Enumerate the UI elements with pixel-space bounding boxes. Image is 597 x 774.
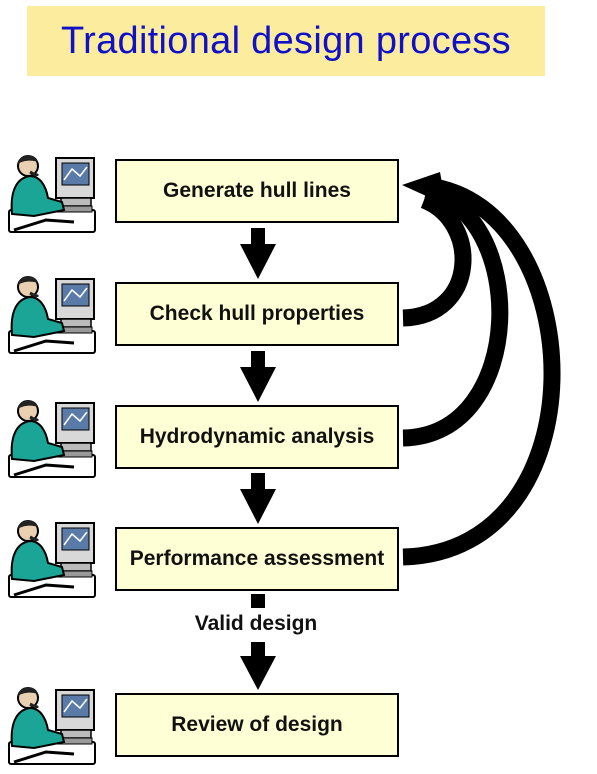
title-banner: Traditional design process (27, 6, 545, 76)
designer-at-computer-icon (8, 155, 96, 233)
down-arrow-3 (240, 473, 276, 524)
diagram-title: Traditional design process (61, 19, 511, 62)
designer-at-computer-icon (8, 520, 96, 598)
step-hydrodynamic-analysis: Hydrodynamic analysis (115, 405, 399, 469)
feedback-arrow-hydro (402, 182, 509, 447)
designer-at-computer-icon (8, 276, 96, 354)
designer-at-computer-icon (8, 400, 96, 478)
feedback-arrowhead (402, 172, 446, 205)
valid-stem (251, 594, 265, 608)
step-check-hull-properties: Check hull properties (115, 282, 399, 346)
designer-at-computer-icon (8, 687, 96, 765)
down-arrow-4 (240, 642, 276, 690)
valid-design-label: Valid design (194, 612, 318, 635)
down-arrow-1 (240, 228, 276, 279)
step-performance-assessment: Performance assessment (115, 527, 399, 591)
feedback-arrow-check (402, 192, 472, 327)
feedback-arrow-performance (402, 177, 561, 566)
step-review-of-design: Review of design (115, 693, 399, 757)
down-arrow-2 (240, 351, 276, 402)
step-generate-hull-lines: Generate hull lines (115, 159, 399, 223)
